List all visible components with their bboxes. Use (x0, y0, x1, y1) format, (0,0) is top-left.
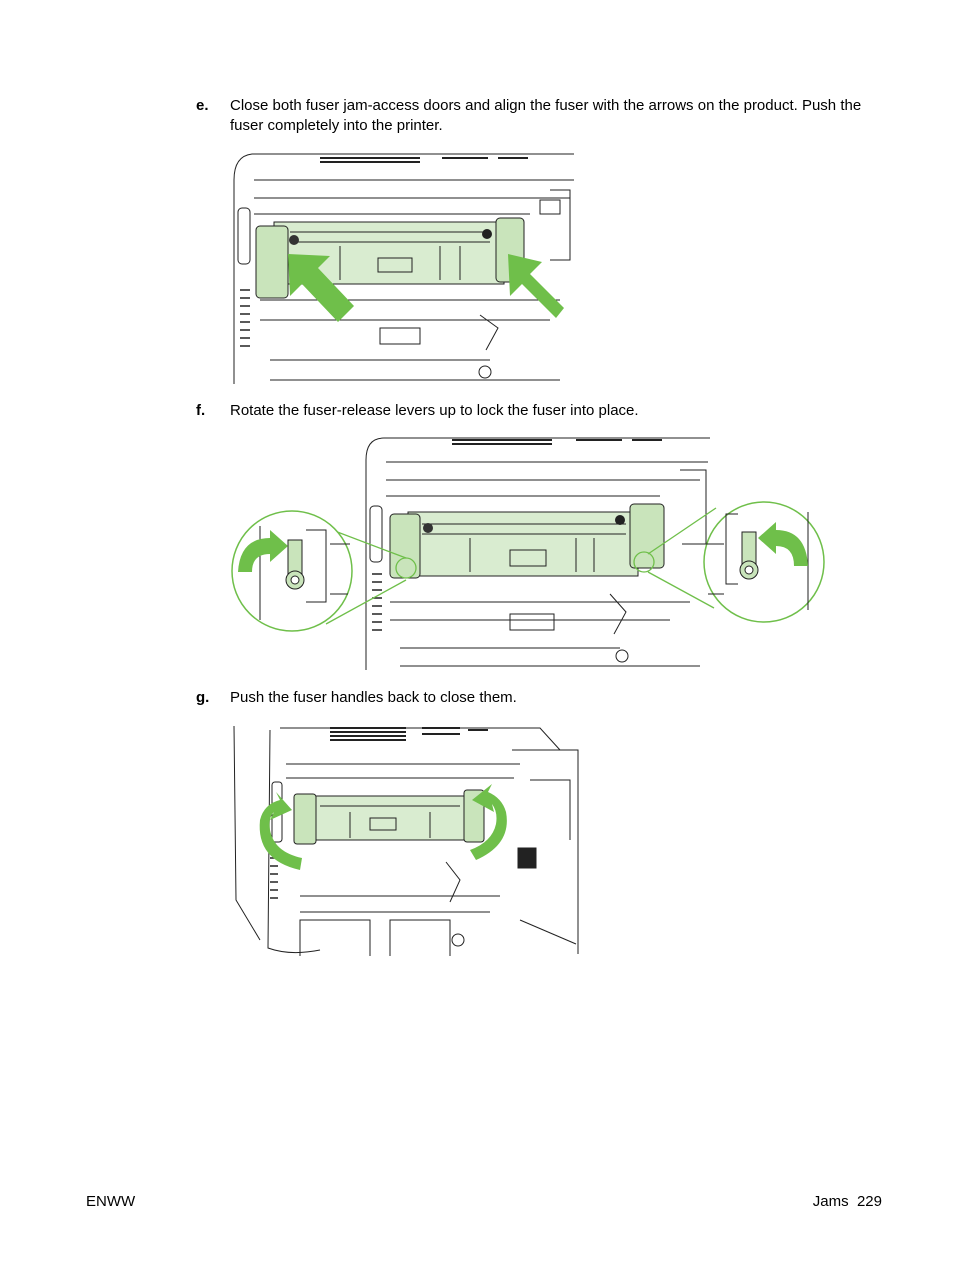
step-text: Close both fuser jam-access doors and al… (230, 97, 862, 134)
step-letter: f. (196, 402, 206, 419)
step-letter: e. (196, 97, 209, 114)
step-text: Push the fuser handles back to close the… (230, 689, 517, 706)
footer-left: ENWW (86, 1193, 136, 1210)
footer-page-number: 229 (856, 1193, 882, 1210)
footer-section: Jams (812, 1193, 849, 1210)
figure-align-fuser (233, 153, 574, 384)
figure-rotate-levers (231, 437, 825, 670)
step-text: Rotate the fuser-release levers up to lo… (230, 402, 639, 419)
footer-right: Jams 229 (813, 1193, 882, 1210)
step-letter: g. (196, 689, 210, 706)
figure-close-handles (233, 725, 579, 956)
